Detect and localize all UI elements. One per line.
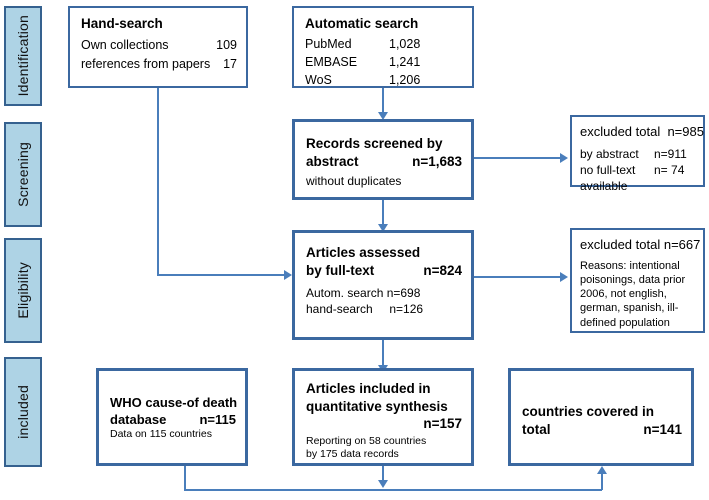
arrowhead-automatic-to-records	[378, 112, 388, 120]
excluded-abstract-row-1-label: no full-text	[580, 162, 636, 177]
arrowhead-articles-to-excluded	[560, 272, 568, 282]
connector-handsearch-horizontal	[157, 274, 288, 276]
connector-articles-to-included	[382, 340, 384, 368]
automatic-search-row-1-label: EMBASE	[305, 54, 358, 69]
hand-search-row-0-label: Own collections	[81, 37, 169, 52]
arrowhead-records-to-articles	[378, 224, 388, 232]
articles-included-title-line2: quantitative synthesis	[306, 398, 448, 414]
automatic-search-row-2-label: WoS	[305, 72, 332, 87]
phase-chip-screening: Screening	[4, 122, 42, 227]
connector-bus-to-countries	[601, 474, 603, 490]
articles-included-sub-line1: Reporting on 58 countries	[306, 434, 427, 447]
excluded-abstract-row-2-label: available	[580, 178, 628, 193]
phase-chip-included: included	[4, 357, 42, 467]
countries-total-count: n=141	[643, 421, 682, 437]
articles-included-count: n=157	[423, 415, 462, 431]
automatic-search-row-2-value: 1,206	[389, 72, 421, 87]
connector-who-down	[184, 466, 186, 490]
records-screened-count: n=1,683	[412, 153, 462, 169]
arrowhead-included-to-bus	[378, 480, 388, 488]
who-database-title-line2: database	[110, 412, 167, 428]
articles-assessed-title-line2: by full-text	[306, 262, 375, 278]
records-screened-sub: without duplicates	[306, 173, 402, 188]
connector-included-down	[382, 466, 384, 481]
records-screened-title-line1: Records screened by	[306, 136, 443, 151]
who-database-title-line1: WHO cause-of death	[110, 395, 238, 410]
automatic-search-row-0-value: 1,028	[389, 36, 421, 51]
phase-chip-identification: Identification	[4, 6, 42, 106]
connector-automatic-to-records	[382, 88, 384, 115]
articles-assessed-count: n=824	[423, 262, 462, 278]
countries-total-title-line2: total	[522, 421, 551, 437]
phase-label-screening: Screening	[15, 142, 31, 207]
phase-label-identification: Identification	[15, 15, 31, 97]
excluded-abstract-row-0-value: n=911	[654, 146, 687, 161]
connector-records-to-excluded	[466, 157, 562, 159]
box-automatic-search: Automatic search PubMed 1,028 EMBASE 1,2…	[292, 6, 474, 88]
box-excluded-fulltext: excluded total n=667 Reasons: intentiona…	[570, 228, 705, 333]
box-excluded-abstract: excluded total n=985 by abstract n=911 n…	[570, 115, 705, 193]
box-countries-total: countries covered in total n=141	[508, 368, 694, 466]
automatic-search-row-0-label: PubMed	[305, 36, 352, 51]
connector-bottom-bus	[184, 489, 602, 491]
articles-assessed-row-1: hand-search n=126	[306, 301, 424, 316]
phase-label-eligibility: Eligibility	[15, 262, 31, 319]
excluded-fulltext-reasons: Reasons: intentional poisonings, data pr…	[580, 259, 686, 329]
arrowhead-records-to-excluded	[560, 153, 568, 163]
countries-total-title-line1: countries covered in	[522, 404, 655, 419]
phase-chip-eligibility: Eligibility	[4, 238, 42, 343]
phase-label-included: included	[15, 385, 31, 439]
automatic-search-row-1-value: 1,241	[389, 54, 421, 69]
arrowhead-bus-to-countries	[597, 466, 607, 474]
box-who-database: WHO cause-of death database n=115 Data o…	[96, 368, 248, 466]
box-records-screened: Records screened by abstract n=1,683 wit…	[292, 119, 474, 200]
excluded-abstract-title: excluded total n=985	[580, 124, 704, 139]
hand-search-title: Hand-search	[81, 16, 163, 31]
box-articles-included: Articles included in quantitative synthe…	[292, 368, 474, 466]
hand-search-row-0-value: 109	[216, 37, 237, 52]
excluded-abstract-row-0-label: by abstract	[580, 146, 639, 161]
articles-assessed-title-line1: Articles assessed	[306, 245, 421, 260]
automatic-search-title: Automatic search	[305, 16, 419, 31]
articles-included-title-line1: Articles included in	[306, 381, 431, 396]
hand-search-row-1-label: references from papers	[81, 56, 211, 71]
box-articles-assessed: Articles assessed by full-text n=824 Aut…	[292, 230, 474, 340]
hand-search-row-1-value: 17	[223, 56, 237, 71]
who-database-sub: Data on 115 countries	[110, 428, 212, 441]
connector-handsearch-vertical	[157, 88, 159, 275]
connector-records-to-articles	[382, 200, 384, 227]
connector-articles-to-excluded	[466, 276, 562, 278]
articles-included-sub-line2: by 175 data records	[306, 448, 399, 461]
box-hand-search: Hand-search Own collections 109 referenc…	[68, 6, 248, 88]
records-screened-title-line2: abstract	[306, 153, 359, 169]
who-database-count: n=115	[199, 412, 236, 428]
articles-assessed-row-0: Autom. search n=698	[306, 285, 421, 300]
arrowhead-handsearch-to-articles	[284, 270, 292, 280]
excluded-fulltext-title: excluded total n=667	[580, 237, 701, 252]
excluded-abstract-row-1-value: n= 74	[654, 162, 685, 177]
